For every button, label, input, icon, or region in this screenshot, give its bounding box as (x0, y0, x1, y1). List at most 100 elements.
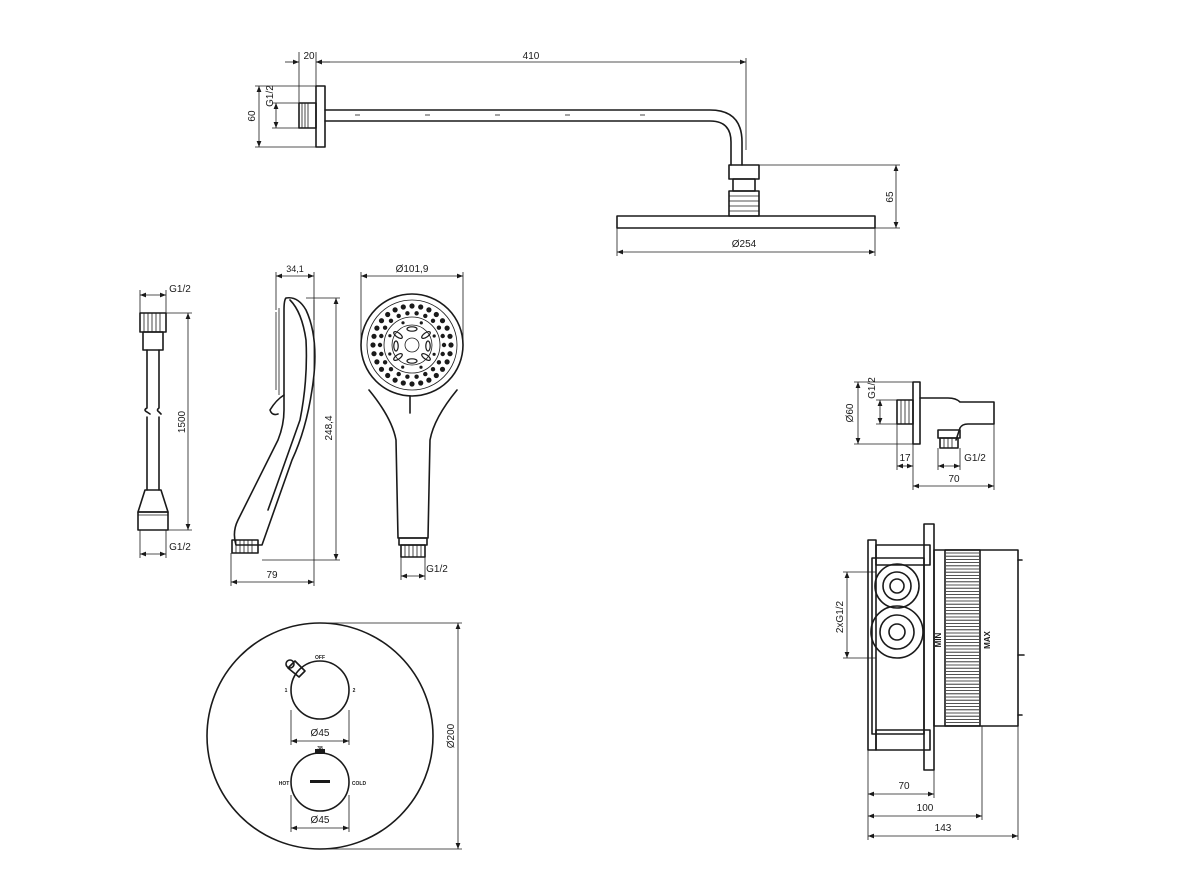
spray-nozzle (396, 371, 401, 377)
dim-outlet-thread-top-label: G1/2 (867, 377, 878, 399)
dim-hand-width-label: 79 (266, 570, 278, 581)
dim-outlet-depth-label: 17 (899, 453, 911, 464)
arm-tube (324, 109, 743, 166)
dim-hand-thickness-label: 34,1 (286, 264, 304, 274)
valve-frame (923, 523, 935, 771)
shower-head-plate (616, 215, 876, 229)
spray-nozzle (405, 311, 410, 316)
spray-nozzle (439, 366, 446, 372)
spray-nozzle (430, 318, 436, 323)
spray-nozzle (382, 360, 388, 365)
spray-nozzle (418, 304, 424, 310)
spray-face (360, 293, 464, 397)
label-38: 38 (317, 746, 323, 752)
dim-hand-diameter-label: Ø101,9 (396, 264, 429, 275)
spray-nozzle (419, 321, 423, 325)
spray-nozzle (388, 318, 394, 323)
spray-nozzle (440, 333, 445, 339)
spray-nozzle (423, 313, 428, 319)
spray-nozzle (430, 367, 436, 372)
label-cold: COLD (352, 781, 367, 787)
spray-nozzle (414, 374, 419, 379)
spray-nozzle (436, 360, 442, 365)
spray-nozzle (371, 351, 377, 357)
spray-nozzle (441, 342, 447, 348)
diverter-knob (290, 660, 350, 720)
inlet-top (874, 563, 920, 609)
spray-nozzle (374, 325, 380, 331)
dim-hand-length-label: 248,4 (324, 415, 335, 440)
dim-100-label: 100 (917, 803, 934, 814)
spray-nozzle (370, 342, 376, 348)
spray-nozzle (377, 342, 383, 348)
hose-bottom-cone (137, 489, 169, 513)
label-min: MIN (934, 632, 943, 647)
spray-nozzle (401, 321, 405, 325)
spray-nozzle (385, 311, 391, 318)
dim-hose-top-label: G1/2 (169, 284, 191, 295)
dim-top-knob-label: Ø45 (311, 728, 330, 739)
label-max: MAX (983, 630, 992, 648)
dim-70-label: 70 (898, 781, 910, 792)
dim-outlet-length-label: 70 (948, 474, 960, 485)
spray-nozzle (444, 359, 450, 365)
hand-shower-side-thread (231, 539, 259, 554)
dim-inlets-label: 2xG1/2 (835, 600, 846, 633)
shower-arm-assembly: 20 410 G1/2 60 65 Ø254 (247, 51, 900, 256)
wall-flange (315, 85, 326, 148)
spray-nozzle (432, 352, 436, 356)
dim-head-diameter-label: Ø254 (732, 239, 757, 250)
spray-nozzle (379, 351, 384, 357)
dim-143-label: 143 (935, 823, 952, 834)
dim-hose-bottom-label: G1/2 (169, 542, 191, 553)
spray-nozzle (436, 325, 442, 330)
wall-outlet: G1/2 Ø60 17 G1/2 70 (845, 377, 995, 490)
spray-nozzle (440, 351, 445, 357)
label-off: OFF (315, 655, 325, 661)
hand-shower-side-view: 34,1 248,4 79 (230, 264, 340, 586)
hand-shower-side-outline (233, 296, 316, 546)
dim-plate-diameter-label: Ø200 (446, 723, 457, 748)
spray-nozzle (400, 380, 406, 386)
dim-head-height-label: 65 (885, 191, 896, 203)
spray-nozzle (388, 334, 392, 338)
trim-plate: OFF 1 2 Ø45 38 HOT COLD Ø45 Ø200 (206, 622, 462, 850)
hand-shower-front-view: Ø101,9 G1/2 (360, 264, 464, 580)
spray-nozzle (414, 311, 419, 316)
spray-nozzle (396, 313, 401, 319)
spray-nozzle (418, 380, 424, 386)
spray-nozzle (385, 372, 391, 379)
hand-shower-front-outline (368, 389, 458, 539)
spray-nozzle (433, 311, 439, 318)
shower-hose: G1/2 1500 G1/2 (137, 284, 192, 558)
spray-nozzle (382, 325, 388, 330)
spray-nozzle (432, 334, 436, 338)
spray-nozzle (433, 372, 439, 379)
wall-outlet-flange (912, 381, 921, 445)
spray-nozzle (378, 318, 385, 324)
spray-nozzle (392, 377, 398, 383)
spray-nozzle (439, 318, 446, 324)
spray-nozzle (447, 333, 453, 339)
dim-arm-thread-label: G1/2 (265, 85, 276, 107)
inlet-bottom (870, 605, 924, 659)
spray-nozzle (409, 303, 415, 309)
spray-nozzle (448, 342, 454, 348)
label-hot: HOT (279, 781, 290, 787)
spray-nozzle (409, 381, 415, 387)
spray-nozzle (374, 359, 380, 365)
arm-thread (298, 102, 317, 129)
dim-outlet-thread-bottom-label: G1/2 (964, 453, 986, 464)
dim-hose-length-label: 1500 (177, 410, 188, 433)
valve-body: MIN MAX 2xG1/2 70 100 143 (835, 523, 1025, 840)
spray-nozzle (444, 325, 450, 331)
spray-nozzle (447, 351, 453, 357)
swivel-nut (728, 164, 760, 180)
spray-nozzle (400, 304, 406, 310)
spray-nozzle (371, 333, 377, 339)
spray-nozzle (378, 366, 385, 372)
label-2: 2 (353, 688, 356, 694)
cartridge-housing (933, 549, 1019, 727)
dim-arm-length-label: 410 (523, 51, 540, 62)
